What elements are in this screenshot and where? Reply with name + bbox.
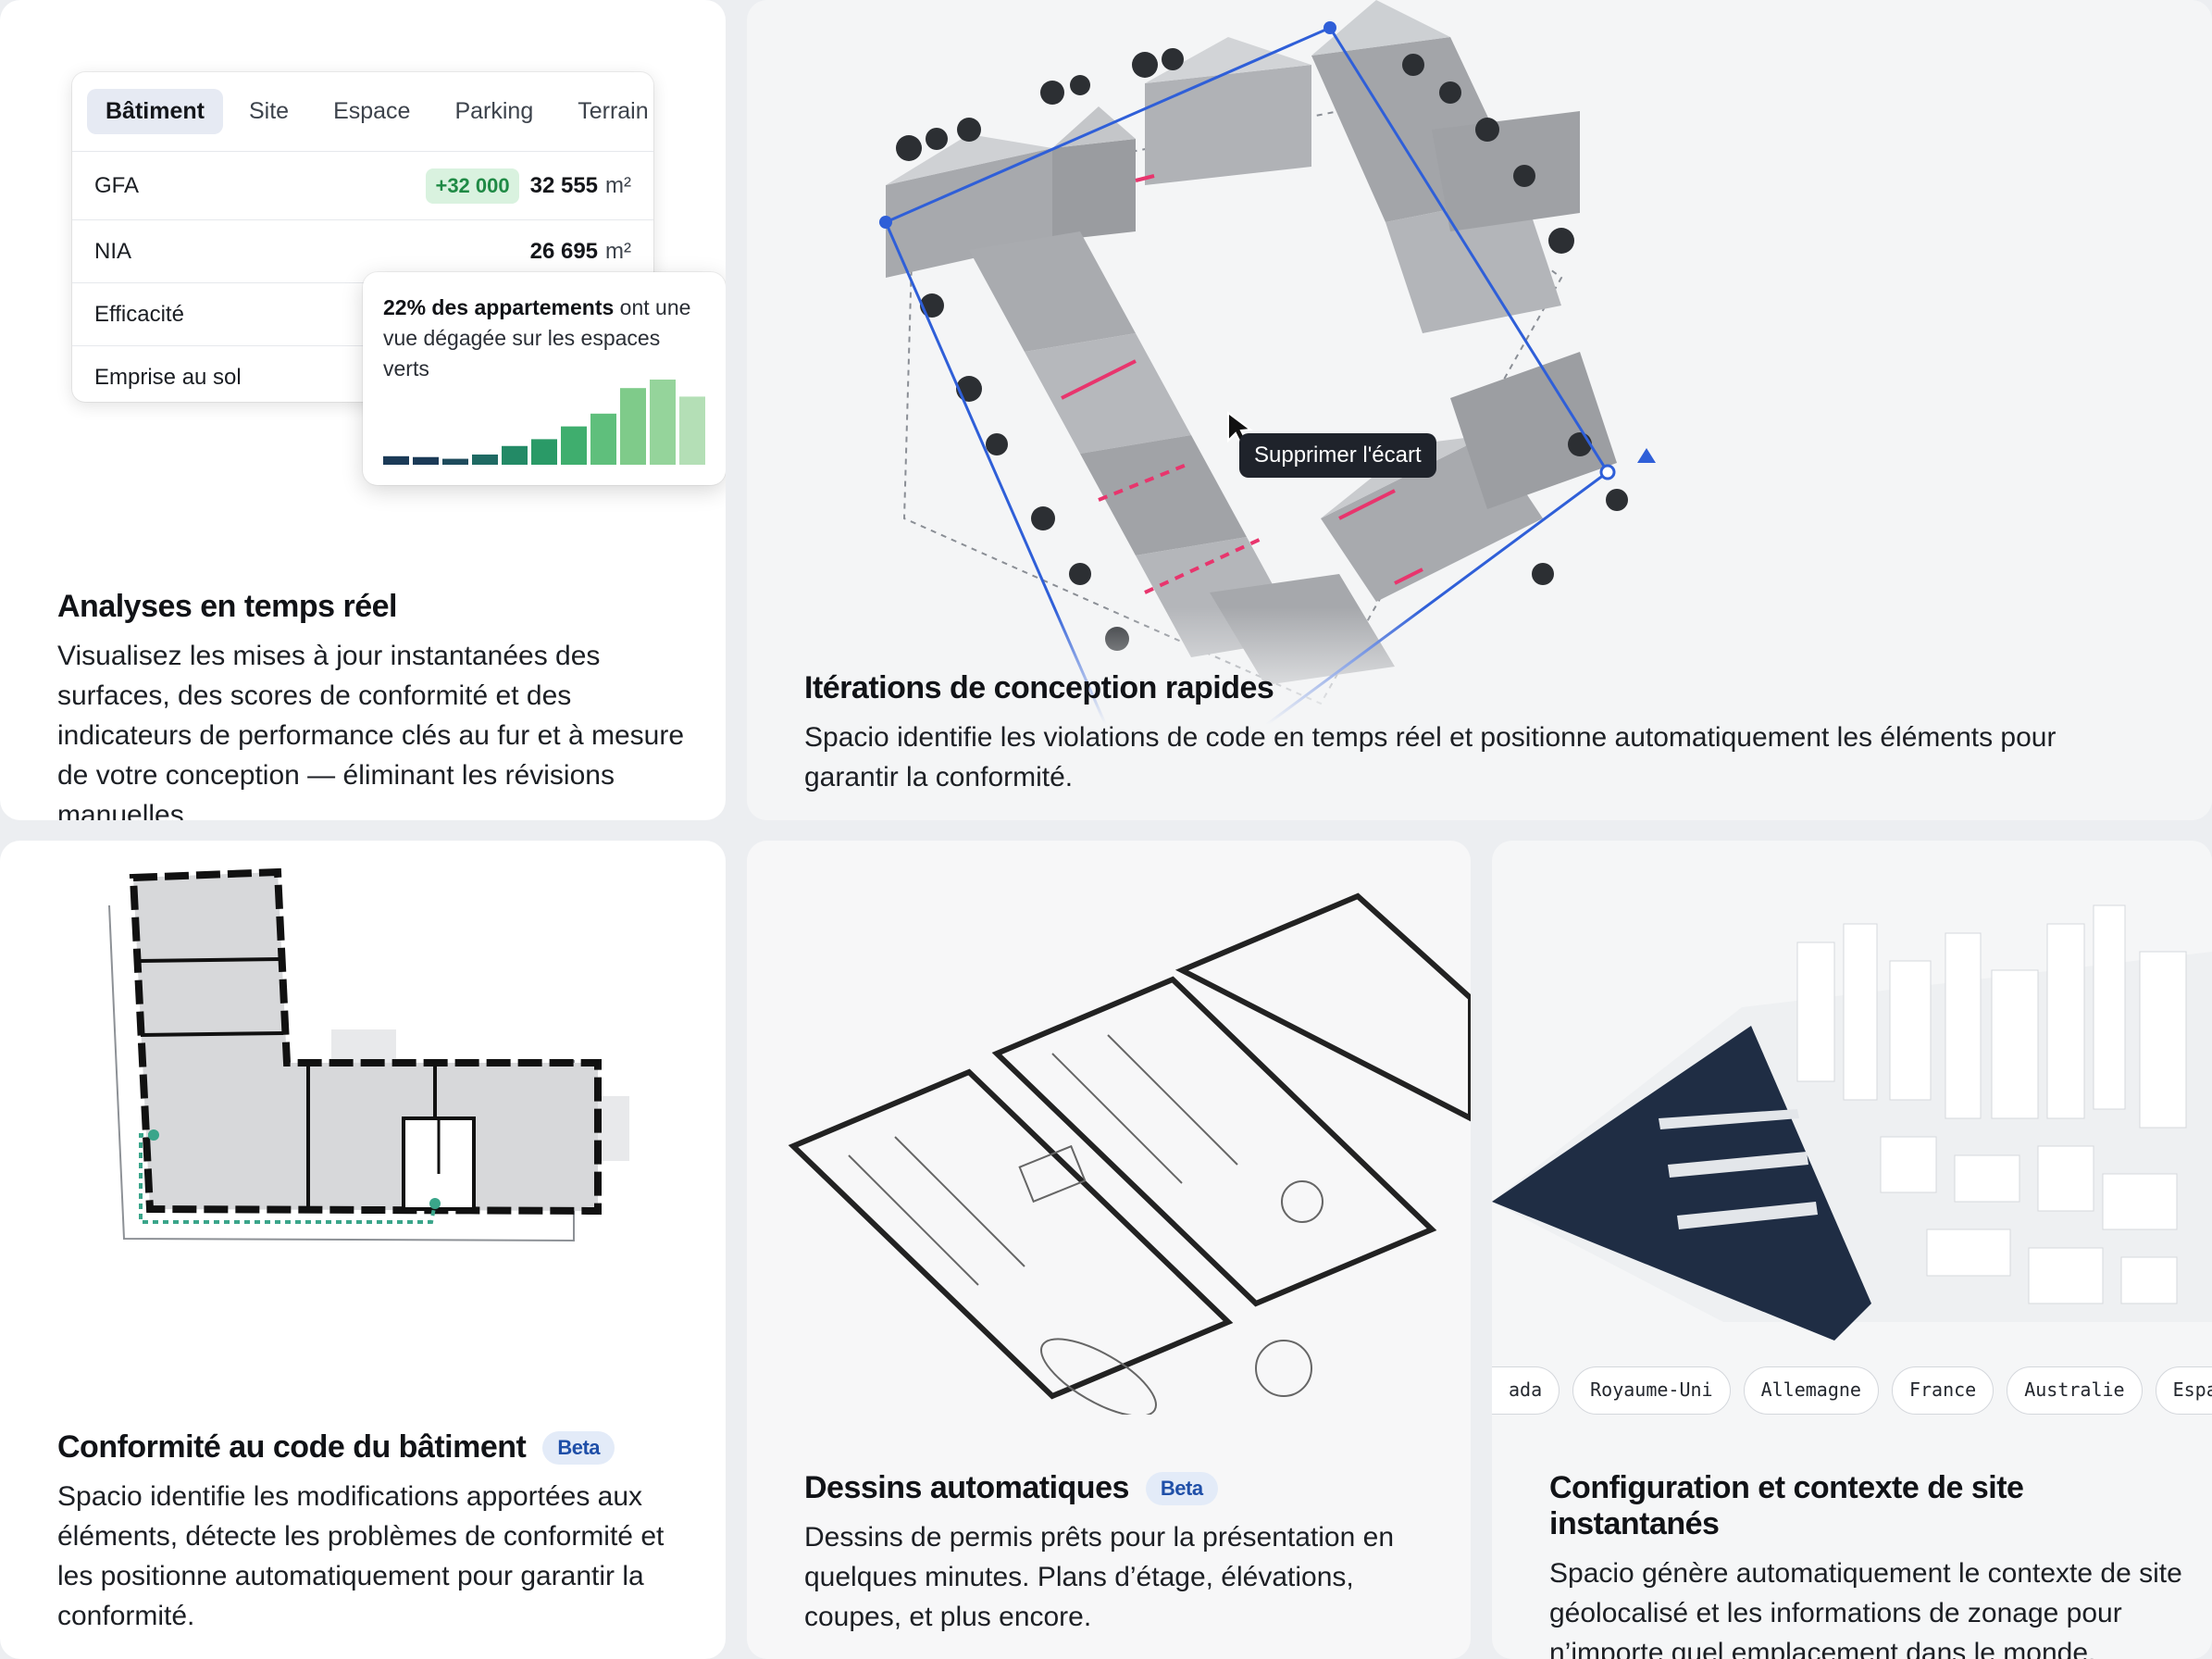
card-text: Itérations de conception rapides Spacio … xyxy=(804,670,2156,797)
house-cluster-bottom xyxy=(1321,352,1617,602)
card-realtime-analytics: Bâtiment Site Espace Parking Terrain GFA… xyxy=(0,0,726,820)
insight-bar xyxy=(531,439,557,465)
city-buildings xyxy=(1796,904,2187,1304)
city-context-3d[interactable] xyxy=(1492,841,2212,1359)
delta-badge: +32 000 xyxy=(426,168,519,204)
tab-parking[interactable]: Parking xyxy=(454,98,534,124)
insight-bar xyxy=(502,445,528,465)
card-title: Conformité au code du bâtiment Beta xyxy=(57,1429,696,1466)
frame-handle[interactable] xyxy=(879,216,892,229)
card-text: Conformité au code du bâtiment Beta Spaci… xyxy=(57,1429,696,1636)
insight-bar xyxy=(590,413,616,465)
metric-unit: m² xyxy=(605,238,631,264)
floor-plans-sketch[interactable] xyxy=(747,841,1471,1415)
insight-bar xyxy=(442,458,468,465)
housing-block-3d-view[interactable] xyxy=(747,0,2212,820)
metric-label: Efficacité xyxy=(94,301,184,327)
card-description: Spacio génère automatiquement le context… xyxy=(1549,1558,2182,1659)
metric-row-emprise: Emprise au sol xyxy=(72,346,653,402)
beta-badge: Beta xyxy=(1145,1471,1218,1505)
metric-row-gfa: GFA +32 000 32 555 m² xyxy=(72,152,653,220)
card-text: Configuration et contexte de site instan… xyxy=(1549,1470,2188,1659)
building-walls xyxy=(129,867,602,1216)
insight-bar xyxy=(679,396,705,465)
bottom-fade xyxy=(747,607,2212,820)
card-title-text: Dessins automatiques xyxy=(804,1470,1129,1505)
metric-label: GFA xyxy=(94,172,140,198)
metric-label: NIA xyxy=(94,238,132,264)
card-design-iterations: Supprimer l'écart Itérations de concepti… xyxy=(747,0,2212,820)
country-chip[interactable]: ada xyxy=(1492,1366,1560,1415)
insight-bar xyxy=(383,455,409,465)
card-title-text: Analyses en temps réel xyxy=(57,589,397,624)
card-text: Dessins automatiques Beta Dessins de perm… xyxy=(804,1470,1434,1637)
piers xyxy=(1659,1109,1818,1229)
insight-text: 22% des appartements ont une vue dégagée… xyxy=(383,293,705,384)
tab-espace[interactable]: Espace xyxy=(333,98,411,124)
card-auto-drawings: Dessins automatiques Beta Dessins de perm… xyxy=(747,841,1471,1659)
tab-site[interactable]: Site xyxy=(248,98,290,124)
tab-batiment[interactable]: Bâtiment xyxy=(87,89,223,134)
insight-bar xyxy=(650,380,676,465)
card-title-text: Itérations de conception rapides xyxy=(804,670,1274,705)
card-description: Spacio identifie les modifications appor… xyxy=(57,1481,665,1631)
insight-bar-chart xyxy=(383,380,705,465)
annex-block xyxy=(331,1029,396,1065)
metric-value: 26 695 xyxy=(529,238,599,264)
plan-sheets xyxy=(788,892,1471,1415)
trees xyxy=(896,48,1628,651)
house-row-top xyxy=(886,37,1311,278)
floor-plan-diagram[interactable] xyxy=(0,841,726,1322)
building-footprint xyxy=(133,872,598,1211)
card-title-text: Configuration et contexte de site instan… xyxy=(1549,1470,2024,1541)
card-building-code: Conformité au code du bâtiment Beta Spaci… xyxy=(0,841,726,1659)
house-row-right xyxy=(1311,0,1580,333)
metric-label: Emprise au sol xyxy=(94,365,242,390)
insight-rest: ont une vue dégagée sur les espaces vert… xyxy=(383,295,691,380)
metric-unit: m² xyxy=(605,172,631,198)
card-title: Configuration et contexte de site instan… xyxy=(1549,1470,2188,1542)
insight-bar xyxy=(413,456,439,465)
metric-tabs: Bâtiment Site Espace Parking Terrain xyxy=(72,72,653,152)
country-chip[interactable]: Royaume-Uni xyxy=(1572,1366,1731,1415)
country-chip[interactable]: Espagne xyxy=(2155,1366,2212,1415)
tab-terrain[interactable]: Terrain xyxy=(578,98,649,124)
frame-handle[interactable] xyxy=(1599,464,1616,480)
country-chip[interactable]: Australie xyxy=(2007,1366,2143,1415)
insight-bar xyxy=(472,454,498,465)
card-description: Visualisez les mises à jour instantanées… xyxy=(57,641,685,820)
path-node xyxy=(148,1129,159,1141)
metric-value: 32 555 xyxy=(529,172,599,198)
insight-popover: 22% des appartements ont une vue dégagée… xyxy=(363,272,726,485)
card-description: Spacio identifie les violations de code … xyxy=(804,722,2057,792)
card-title: Itérations de conception rapides xyxy=(804,670,2156,706)
card-title: Dessins automatiques Beta xyxy=(804,1470,1434,1506)
card-text: Analyses en temps réel Visualisez les mi… xyxy=(57,589,687,820)
path-node xyxy=(429,1198,441,1209)
card-description: Dessins de permis prêts pour la présenta… xyxy=(804,1522,1395,1632)
insight-highlight: 22% des appartements xyxy=(383,295,615,319)
beta-badge: Beta xyxy=(542,1430,615,1465)
remove-gap-tooltip[interactable]: Supprimer l'écart xyxy=(1239,433,1436,478)
card-title: Analyses en temps réel xyxy=(57,589,687,625)
insight-bar xyxy=(620,388,646,465)
country-chip[interactable]: Allemagne xyxy=(1743,1366,1879,1415)
insight-bar xyxy=(561,426,587,465)
water-body xyxy=(1492,1026,1871,1341)
card-title-text: Conformité au code du bâtiment xyxy=(57,1429,527,1465)
card-site-context: ada Royaume-Uni Allemagne France Austral… xyxy=(1492,841,2212,1659)
violation-lines xyxy=(1061,174,1423,594)
country-chips: ada Royaume-Uni Allemagne France Austral… xyxy=(1492,1366,2212,1415)
rotate-arrow-icon[interactable] xyxy=(1637,448,1656,463)
country-chip[interactable]: France xyxy=(1891,1366,1995,1415)
frame-handle[interactable] xyxy=(1323,21,1336,34)
